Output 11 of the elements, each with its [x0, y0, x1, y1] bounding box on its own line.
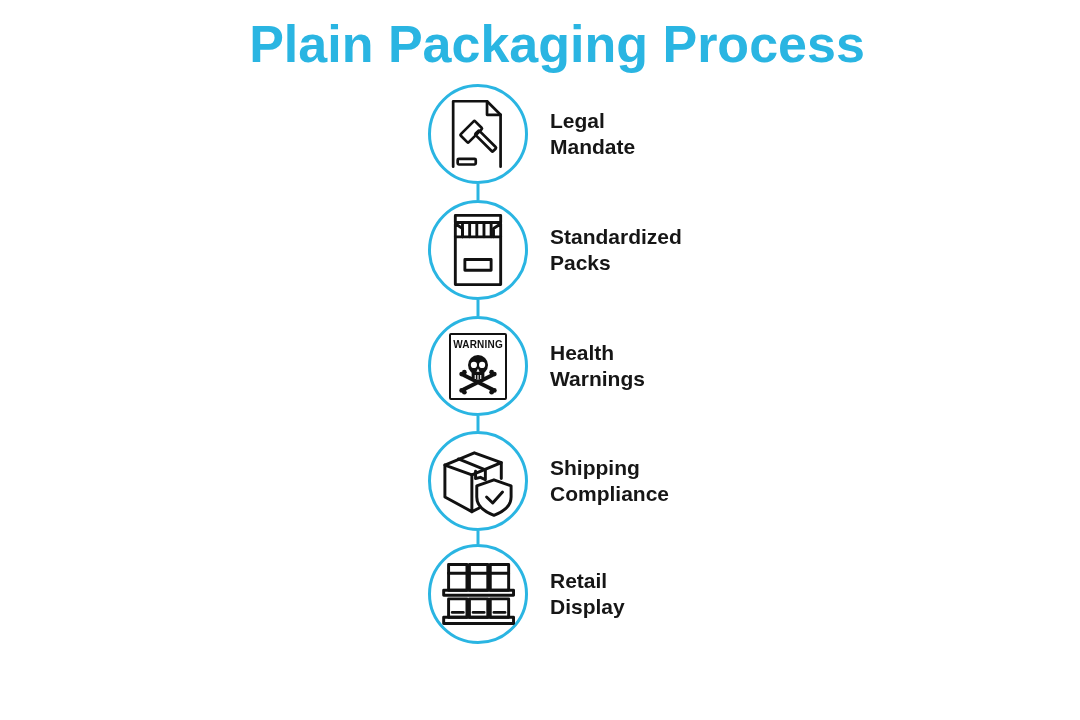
step-label: Shipping Compliance: [550, 455, 670, 507]
title: Plain Packaging Process: [249, 14, 865, 74]
step-label: Legal Mandate: [550, 108, 636, 160]
step-label: Standardized Packs: [550, 224, 682, 276]
sign-text: WARNING: [453, 338, 503, 351]
step-label: Health Warnings: [550, 340, 645, 392]
connector-line: [476, 531, 480, 544]
step-label: Retail Display: [550, 568, 625, 620]
connector-line: [476, 184, 480, 200]
connector-line: [476, 300, 480, 316]
connector-line: [476, 416, 480, 431]
